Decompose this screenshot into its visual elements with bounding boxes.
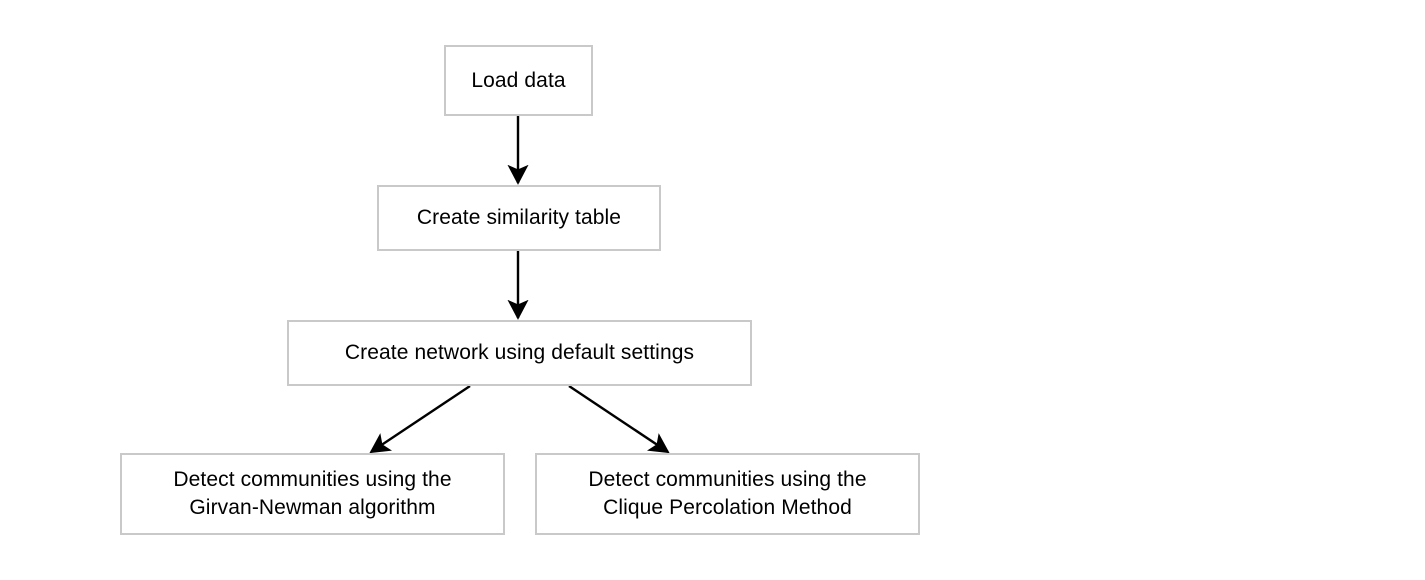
- node-create-similarity-table[interactable]: Create similarity table: [377, 185, 661, 251]
- node-detect-clique-percolation[interactable]: Detect communities using the Clique Perc…: [535, 453, 920, 535]
- edge-network-to-girvan: [369, 385, 471, 454]
- node-load-data[interactable]: Load data: [444, 45, 593, 116]
- node-detect-girvan-newman[interactable]: Detect communities using the Girvan-Newm…: [120, 453, 505, 535]
- edge-network-to-clique: [568, 385, 670, 454]
- node-create-network[interactable]: Create network using default settings: [287, 320, 752, 386]
